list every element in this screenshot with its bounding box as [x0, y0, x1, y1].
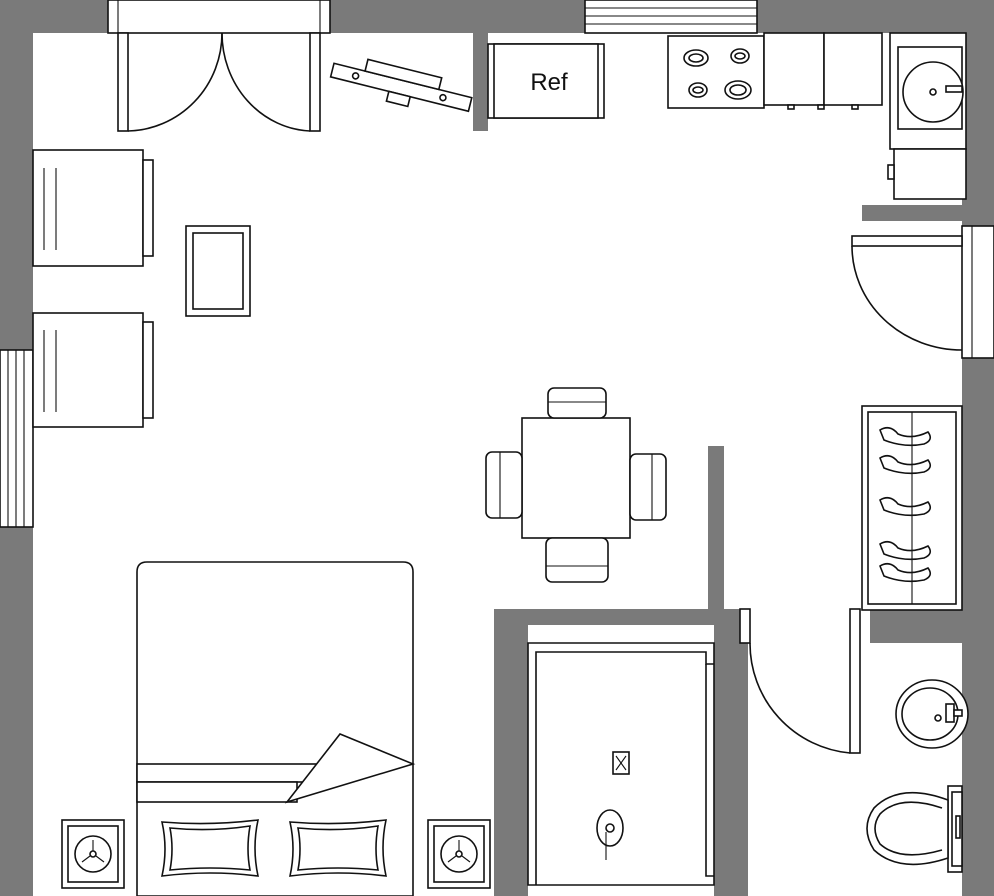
- door-swing-icon: [739, 608, 861, 754]
- wall-bath-top-left: [494, 609, 740, 625]
- wall-bath-left: [494, 609, 528, 896]
- closet-icon: [861, 405, 963, 611]
- side-table: [185, 225, 251, 317]
- nightstand-icon: [61, 819, 125, 889]
- wall-kitchen-stub: [862, 205, 962, 221]
- wall-bath-top-right: [870, 609, 962, 643]
- wall-bath-between: [714, 625, 748, 896]
- sink-icon: [902, 61, 964, 123]
- wall-kitchen-divider: [473, 33, 488, 131]
- door-swing-icon: [117, 32, 321, 132]
- window-top-left: [107, 0, 331, 34]
- window-left: [0, 349, 34, 528]
- chair-icon: [545, 537, 609, 583]
- stove-icon: [667, 35, 765, 109]
- wall-top-right-corner: [888, 0, 994, 33]
- chair-icon: [485, 451, 523, 519]
- wall-right: [962, 0, 994, 896]
- bed-icon: [136, 561, 416, 896]
- door-swing-icon: [851, 235, 963, 351]
- nightstand-icon: [427, 819, 491, 889]
- refrigerator-label: Ref: [530, 69, 568, 96]
- chair-icon: [629, 453, 667, 521]
- chair-icon: [547, 387, 607, 419]
- kitchen-cabinets: [763, 32, 883, 110]
- tv-icon: [329, 58, 473, 113]
- table-icon: [521, 417, 631, 539]
- refrigerator: Ref: [487, 43, 605, 119]
- shower-icon: [527, 642, 715, 886]
- window-right: [961, 225, 994, 359]
- window-top-center: [584, 0, 758, 34]
- wall-center-partition: [708, 446, 724, 614]
- chair-icon: [32, 312, 154, 428]
- toilet-icon: [866, 785, 963, 873]
- sink-icon: [895, 679, 969, 749]
- chair-icon: [32, 149, 154, 267]
